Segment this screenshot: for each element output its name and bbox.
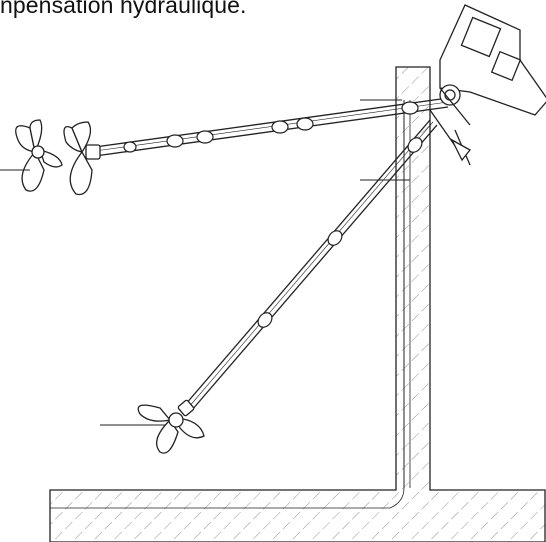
shaft-joint [123, 101, 419, 153]
shaft-joint [257, 137, 423, 328]
mixer-motor-icon [429, 4, 546, 166]
concrete-wall [49, 66, 546, 542]
propeller-icon [15, 119, 101, 196]
lower-shaft [184, 119, 438, 411]
propeller-icon [137, 399, 205, 454]
caption-text: npensation hydraulique. [0, 0, 247, 18]
callout-line [0, 99, 410, 426]
upper-shaft [94, 97, 449, 157]
